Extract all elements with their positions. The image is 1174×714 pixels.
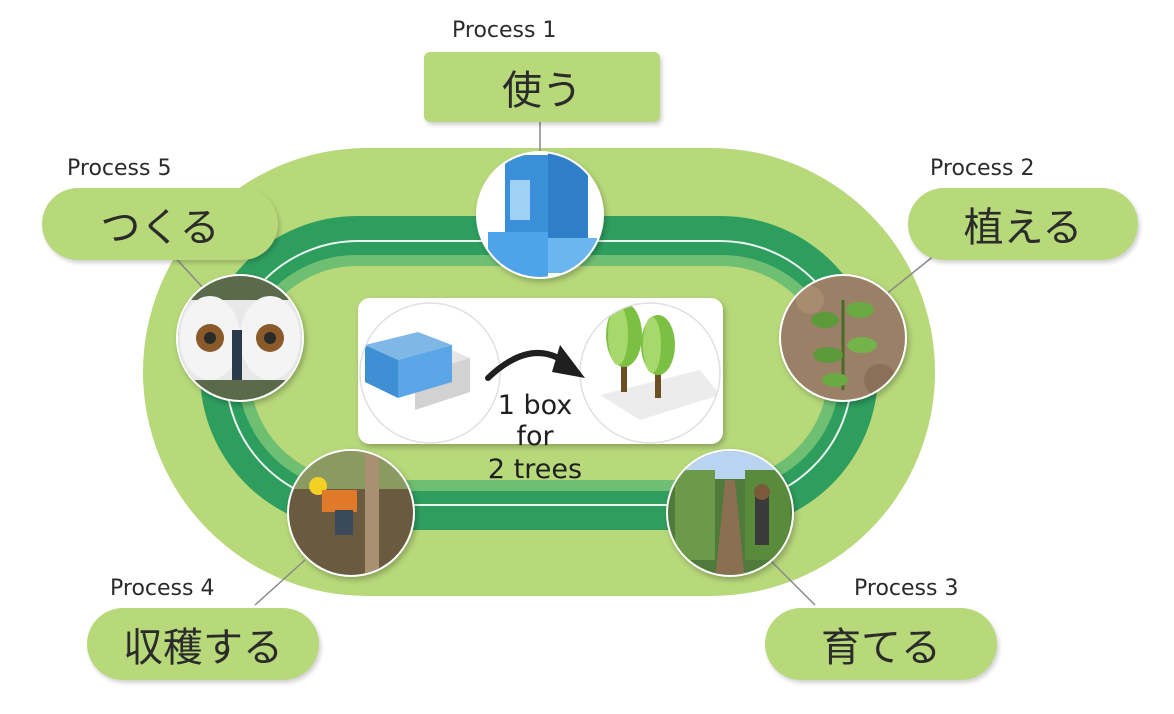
center-text-line1: 1 box [497, 390, 573, 421]
connector-4 [254, 559, 306, 606]
process-5-label: Process 5 [67, 156, 172, 181]
process-1-label: Process 1 [452, 18, 557, 43]
process-3-photo [666, 449, 794, 577]
center-text-line2: for [516, 421, 554, 452]
process-3-label: Process 3 [854, 576, 959, 601]
process-4-title: 収穫する [87, 608, 319, 680]
process-5-title: つくる [42, 188, 278, 260]
process-4-label: Process 4 [110, 576, 215, 601]
process-2-photo [779, 274, 907, 402]
process-5-photo [176, 274, 304, 402]
box-icon [360, 303, 500, 443]
process-2-label: Process 2 [930, 156, 1035, 181]
process-1-title: 使う [424, 52, 660, 122]
trees-icon [580, 303, 720, 443]
process-1-photo [476, 151, 604, 279]
process-2-title: 植える [908, 188, 1138, 260]
process-4-photo [287, 449, 415, 577]
connector-3 [769, 559, 816, 606]
process-3-title: 育てる [765, 608, 997, 680]
connector-2 [884, 254, 936, 296]
center-text-line3: 2 trees [487, 454, 583, 485]
